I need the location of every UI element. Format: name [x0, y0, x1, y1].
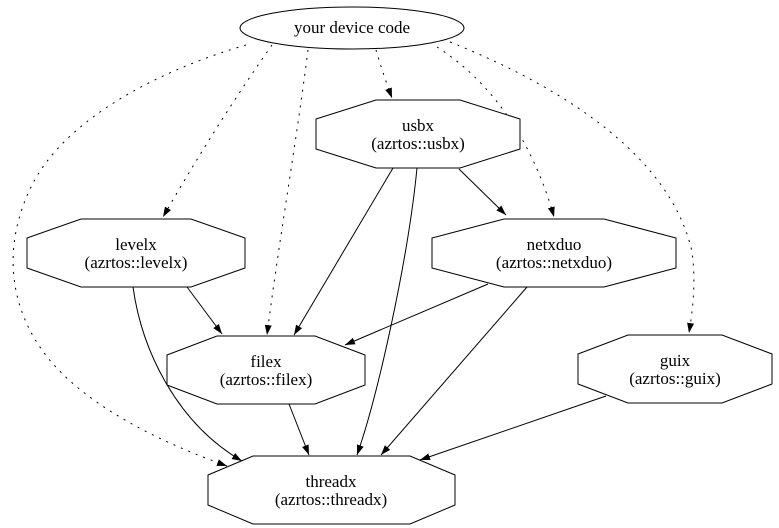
- netxduo-label: netxduo: [527, 235, 582, 254]
- node-threadx: threadx (azrtos::threadx): [207, 455, 456, 525]
- edge-device-code-guix: [449, 41, 695, 334]
- threadx-label: threadx: [306, 472, 357, 491]
- threadx-sublabel: (azrtos::threadx): [275, 490, 387, 509]
- edge-guix-threadx: [419, 395, 607, 461]
- guix-label: guix: [660, 351, 691, 370]
- usbx-label: usbx: [402, 116, 435, 135]
- edge-usbx-filex: [293, 167, 394, 336]
- threadx-octagon: [207, 455, 456, 525]
- filex-octagon: [166, 335, 366, 405]
- usbx-octagon: [315, 99, 521, 169]
- filex-sublabel: (azrtos::filex): [220, 370, 313, 389]
- edge-usbx-threadx: [356, 167, 418, 456]
- edge-netxduo-filex: [344, 283, 489, 346]
- usbx-sublabel: (azrtos::usbx): [371, 134, 464, 153]
- edge-filex-threadx: [288, 403, 310, 456]
- edge-device-code-levelx: [162, 44, 273, 218]
- device-code-ellipse: [239, 6, 465, 50]
- edge-levelx-filex: [186, 286, 223, 335]
- nodes: your device code usbx (azrtos::usbx) lev…: [26, 6, 773, 525]
- levelx-octagon: [26, 218, 246, 288]
- edge-device-code-usbx: [375, 49, 393, 99]
- guix-octagon: [577, 334, 773, 404]
- filex-label: filex: [250, 352, 282, 371]
- node-netxduo: netxduo (azrtos::netxduo): [431, 218, 677, 288]
- edge-netxduo-threadx: [380, 286, 528, 456]
- node-filex: filex (azrtos::filex): [166, 335, 366, 405]
- edge-device-code-filex: [264, 49, 309, 336]
- guix-sublabel: (azrtos::guix): [629, 369, 721, 388]
- levelx-sublabel: (azrtos::levelx): [85, 253, 188, 272]
- levelx-label: levelx: [115, 235, 157, 254]
- node-usbx: usbx (azrtos::usbx): [315, 99, 521, 169]
- edge-usbx-netxduo: [458, 168, 507, 216]
- netxduo-octagon: [431, 218, 677, 288]
- node-guix: guix (azrtos::guix): [577, 334, 773, 404]
- edge-device-code-threadx: [12, 44, 247, 467]
- node-levelx: levelx (azrtos::levelx): [26, 218, 246, 288]
- node-device-code: your device code: [239, 6, 465, 50]
- netxduo-sublabel: (azrtos::netxduo): [496, 253, 612, 272]
- device-code-label: your device code: [294, 18, 410, 37]
